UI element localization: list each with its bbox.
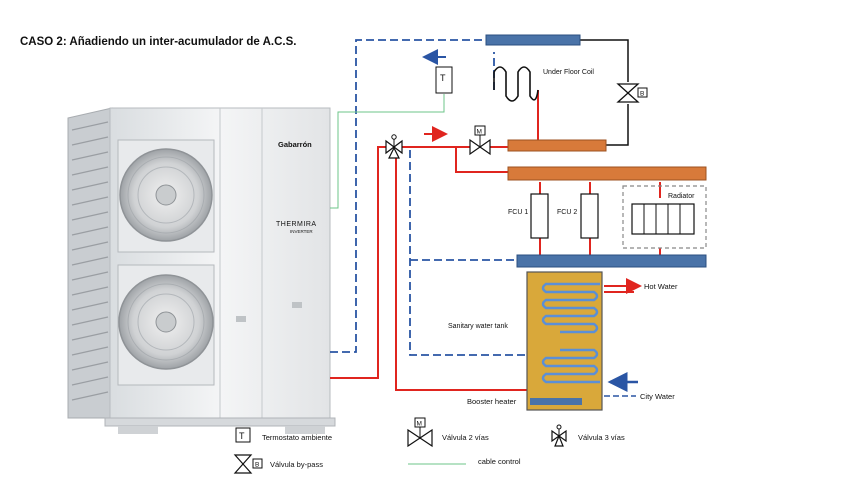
booster-heater-icon	[530, 398, 582, 405]
thermostat-icon: T	[435, 66, 453, 94]
brand-logo: Gabarrón	[278, 140, 312, 149]
diagram-title: CASO 2: Añadiendo un inter-acumulador de…	[20, 36, 297, 48]
city-water-label: City Water	[640, 392, 675, 401]
svg-text:T: T	[239, 431, 245, 441]
fcu2-label: FCU 2	[557, 209, 577, 216]
return-pipes	[330, 39, 527, 356]
manifold-return-blue	[516, 254, 707, 268]
three-way-valve-icon	[385, 134, 403, 159]
fcu2-icon	[580, 193, 599, 239]
legend-three-way-label: Válvula 3 vías	[578, 433, 625, 442]
product-logo: THERMIRA	[276, 221, 317, 228]
svg-text:B: B	[640, 91, 644, 98]
supply-pipes	[330, 90, 661, 391]
manifold-supply-orange	[507, 166, 707, 181]
legend-bypass-label: Válvula by-pass	[270, 460, 323, 469]
svg-text:M: M	[477, 129, 482, 136]
underfloor-loop-pipes	[580, 39, 629, 146]
two-way-valve-icon: M	[469, 125, 491, 156]
fcu1-icon	[530, 193, 549, 239]
product-sub-logo: INVERTER	[290, 229, 313, 234]
legend-thermostat-label: Termostato ambiente	[262, 433, 332, 442]
legend-two-way-label: Válvula 2 vías	[442, 433, 489, 442]
control-cable	[330, 94, 445, 209]
fcu1-label: FCU 1	[508, 209, 528, 216]
legend: T Termostato ambiente M Válvula 2 vías V…	[233, 417, 625, 474]
under-floor-coil-icon	[493, 66, 539, 102]
svg-text:T: T	[440, 73, 446, 83]
under-floor-coil-label: Under Floor Coil	[543, 69, 594, 76]
legend-bypass-valve-icon: B	[233, 454, 263, 474]
legend-thermostat-icon: T	[235, 427, 251, 443]
heat-pump-unit: Gabarrón THERMIRA INVERTER	[67, 107, 336, 434]
legend-two-way-valve-icon: M	[407, 417, 433, 448]
bypass-valve-icon: B	[616, 83, 648, 103]
radiator-icon	[622, 185, 707, 249]
manifold-top-blue	[485, 34, 581, 46]
hot-water-label: Hot Water	[644, 282, 678, 291]
manifold-ufh-orange	[507, 139, 607, 152]
svg-text:B: B	[255, 462, 259, 469]
booster-heater-label: Booster heater	[467, 397, 517, 406]
radiator-label: Radiator	[668, 193, 695, 200]
legend-three-way-valve-icon	[551, 424, 567, 447]
sanitary-tank-label: Sanitary water tank	[448, 323, 508, 330]
sanitary-water-tank	[526, 271, 603, 411]
svg-text:M: M	[417, 421, 422, 428]
legend-cable-label: cable control	[478, 457, 521, 466]
fan-top-icon	[117, 139, 215, 253]
fan-bottom-icon	[117, 264, 215, 386]
